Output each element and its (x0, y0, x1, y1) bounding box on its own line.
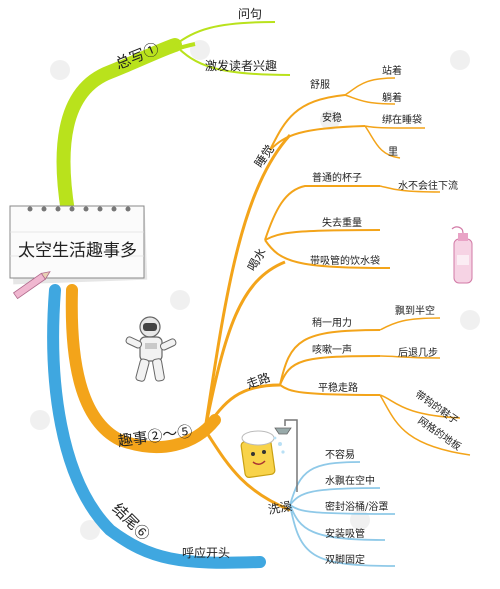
drink-not-flow: 水不会往下流 (398, 179, 458, 192)
intro-item-question: 问句 (238, 7, 262, 21)
body-branch (65, 77, 471, 512)
pencil-icon (12, 271, 51, 300)
astronaut-icon (125, 316, 177, 382)
wash-connectors (289, 461, 396, 567)
center-title: 太空生活趣事多 (18, 241, 137, 261)
background-watermark (30, 40, 480, 540)
drink-label: 喝水 (245, 246, 269, 274)
drink-weightless: 失去重量 (322, 216, 362, 229)
walk-cough: 咳嗽一声 (312, 343, 352, 356)
intro-connector (56, 38, 182, 219)
intro-item-interest: 激发读者兴趣 (205, 58, 277, 73)
ending-connector (47, 284, 266, 569)
intro-branch: 总写① 问句 激发读者兴趣 (56, 7, 291, 219)
wash-item-2: 水飘在空中 (325, 474, 375, 487)
walk-steady: 平稳走路 (318, 381, 358, 394)
wash-item-4: 安装吸管 (325, 527, 365, 540)
body-labels: 趣事②～⑤ 睡觉 舒服 站着 躺着 安稳 绑在睡袋 里 喝水 普通的杯子 水不会… (117, 64, 464, 566)
shower-character-icon (240, 419, 298, 492)
walk-float: 飘到半空 (395, 304, 435, 317)
walk-back: 后退几步 (398, 347, 438, 359)
ending-item: 呼应开头 (182, 545, 230, 560)
wash-item-5: 双脚固定 (325, 553, 365, 566)
wash-label: 洗澡 (267, 499, 293, 517)
drink-straw-bag: 带吸管的饮水袋 (310, 254, 380, 267)
wash-item-1: 不容易 (325, 448, 355, 461)
drink-cup-label: 普通的杯子 (312, 171, 362, 184)
body-connector (65, 284, 221, 453)
sleep-safe-label: 安稳 (322, 111, 342, 124)
sleep-bag: 绑在睡袋 (382, 113, 422, 126)
center-card: 太空生活趣事多 (9, 205, 148, 300)
sleep-standing: 站着 (382, 64, 402, 77)
sleep-comfort-label: 舒服 (310, 78, 330, 91)
walk-force: 稍一用力 (312, 316, 352, 329)
walk-label: 走路 (244, 369, 272, 391)
binding-rings (27, 206, 131, 212)
wash-item-3: 密封浴桶/浴罩 (325, 500, 388, 513)
sleep-inside: 里 (388, 146, 398, 158)
sleep-lying: 躺着 (382, 91, 402, 104)
water-bottle-icon (451, 226, 473, 284)
